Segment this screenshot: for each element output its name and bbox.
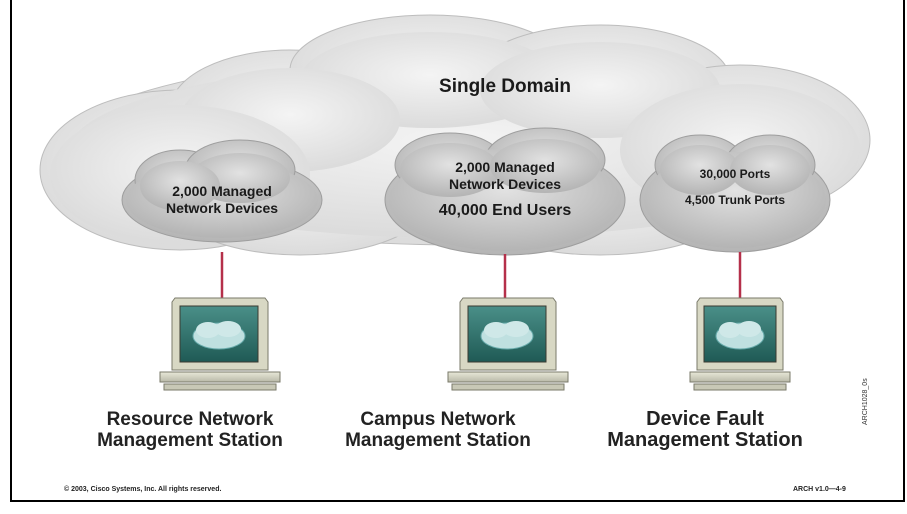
station-line: Management Station: [97, 430, 283, 451]
workstation-icon: [447, 297, 569, 391]
station-line: Campus Network: [360, 409, 516, 430]
device-fault-cloud: [639, 134, 831, 253]
campus-station-label: Campus Network Management Station: [318, 409, 558, 451]
campus-cloud-text: 2,000 Managed Network Devices 40,000 End…: [420, 159, 590, 219]
workstation-icon: [689, 297, 791, 391]
domain-title: Single Domain: [439, 76, 571, 97]
cloud-line: Network Devices: [165, 200, 279, 216]
device-fault-station-label: Device Fault Management Station: [570, 409, 840, 451]
cloud-line: 4,500 Trunk Ports: [684, 193, 786, 207]
resource-cloud: [121, 139, 323, 243]
slide-frame-right: [903, 0, 905, 502]
cloud-line: 2,000 Managed: [455, 159, 555, 175]
station-line: Management Station: [607, 429, 803, 451]
cloud-line: Network Devices: [448, 176, 562, 192]
cloud-line: 2,000 Managed: [172, 183, 272, 199]
resource-station-label: Resource Network Management Station: [70, 409, 310, 451]
copyright-text: © 2003, Cisco Systems, Inc. All rights r…: [64, 486, 222, 493]
station-line: Device Fault: [646, 408, 764, 430]
version-text: ARCH v1.0—4-9: [793, 486, 846, 493]
cloud-line: 40,000 End Users: [438, 202, 572, 219]
resource-cloud-text: 2,000 Managed Network Devices: [142, 183, 302, 217]
device-fault-cloud-text: 30,000 Ports 4,500 Trunk Ports: [660, 167, 810, 207]
campus-cloud: [384, 127, 626, 256]
slide-frame-bottom: [10, 500, 905, 502]
workstation-icon: [159, 297, 281, 391]
cloud-line: 30,000 Ports: [699, 167, 771, 181]
station-line: Management Station: [345, 430, 531, 451]
figure-code: ARCH1028_0s: [862, 378, 869, 425]
slide-frame-left: [10, 0, 12, 502]
station-line: Resource Network: [106, 409, 274, 430]
